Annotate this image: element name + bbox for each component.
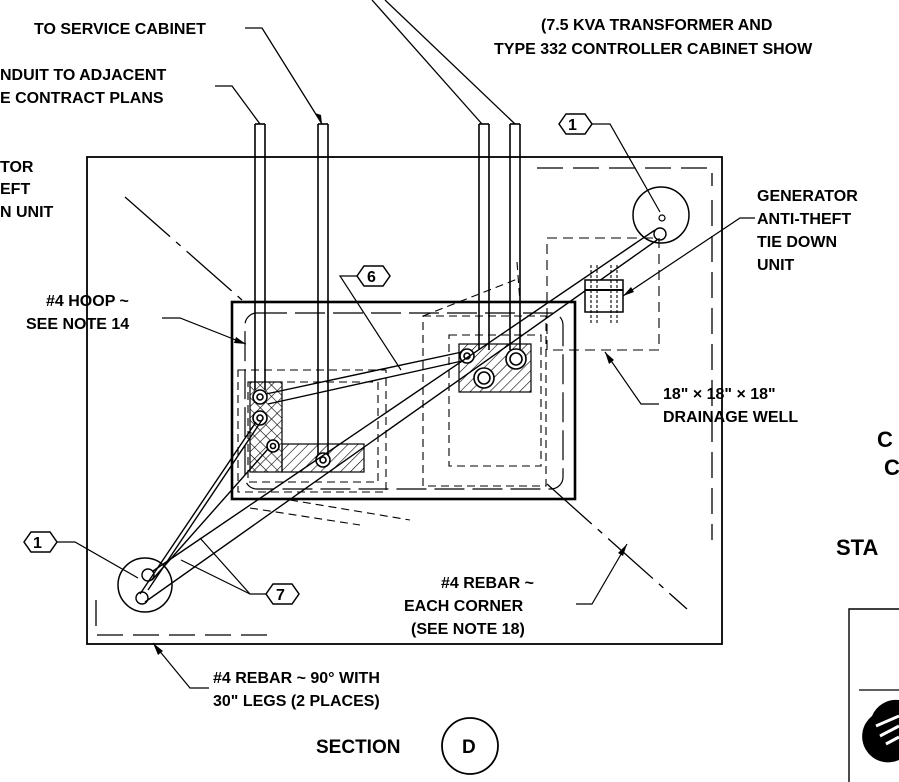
- label-generator-line1: GENERATOR: [757, 188, 858, 205]
- label-rebar-corner-line2: EACH CORNER: [404, 598, 524, 615]
- right-edge-sta: STA: [836, 535, 878, 560]
- agency-logo-stripes: [875, 714, 899, 746]
- arrow-hoop: [234, 337, 246, 344]
- rebar-diagonal-upper-left: [124, 196, 243, 301]
- ground-rod-pad-bottom: [117, 557, 173, 613]
- label-hoop-line2: SEE NOTE 14: [26, 316, 129, 333]
- ground-rod-bottom-ring2: [135, 591, 149, 605]
- conduits-left: [254, 123, 329, 460]
- ground-rod-top-ring: [653, 227, 667, 241]
- leader-top-2: [384, 0, 516, 125]
- label-generator-line4: UNIT: [757, 257, 795, 274]
- generator-tiedown-bolts: [590, 265, 618, 325]
- header-title-line2: TYPE 332 CONTROLLER CABINET SHOW: [494, 41, 813, 58]
- callout-6-hexagon: [356, 265, 391, 287]
- callout-6-number: 6: [367, 269, 376, 286]
- cabinet-foundation-outline: [230, 300, 577, 501]
- arrow-generator: [623, 287, 634, 296]
- label-rebar-corner-line1: #4 REBAR ~: [441, 575, 534, 592]
- callout-7-number: 7: [276, 587, 285, 604]
- leader-generator: [622, 217, 755, 297]
- label-drainage-line2: DRAINAGE WELL: [663, 409, 798, 426]
- ground-rod-pad-top: [632, 186, 690, 244]
- header-title-line1: (7.5 KVA TRANSFORMER AND: [541, 17, 772, 34]
- leader-hoop: [162, 317, 247, 345]
- controller-dashed-slant-2: [516, 261, 521, 303]
- generator-tiedown-dashed-box: [546, 237, 660, 351]
- label-generator-line2: ANTI-THEFT: [757, 211, 851, 228]
- rebar-dashed-bottom-left: [95, 600, 270, 636]
- controller-inner-dashed: [448, 334, 542, 467]
- rebar-diagonal-lower-right: [546, 483, 688, 610]
- label-rebar-90-line1: #4 REBAR ~ 90° WITH: [213, 670, 380, 687]
- conduits-right: [478, 123, 521, 350]
- label-to-service-cabinet: TO SERVICE CABINET: [34, 21, 206, 38]
- label-generator-line3: TIE DOWN: [757, 234, 837, 251]
- section-id: D: [462, 737, 476, 758]
- label-left-gen-line1: TOR: [0, 159, 34, 176]
- leader-rebar-90: [152, 642, 209, 689]
- section-id-circle: [441, 717, 499, 775]
- label-conduit-line1: NDUIT TO ADJACENT: [0, 67, 166, 84]
- controller-cabinet-dashed: [422, 315, 547, 487]
- leader-drainage: [604, 351, 659, 405]
- label-rebar-90-line2: 30" LEGS (2 PLACES): [213, 693, 380, 710]
- leader-rebar-corner: [576, 543, 628, 605]
- rebar-dashed-top-right: [537, 167, 713, 186]
- leader-callout-6: [338, 275, 402, 371]
- label-left-gen-line2: EFT: [0, 181, 30, 198]
- foundation-slab-outline: [86, 156, 723, 645]
- callout-1-top-number: 1: [568, 117, 577, 134]
- arrow-rebar-90: [153, 643, 163, 655]
- arrow-rebar-corner: [618, 544, 627, 556]
- agency-logo: [862, 699, 899, 763]
- right-edge-c1: C: [877, 427, 893, 452]
- ground-wires: [139, 229, 658, 603]
- callout-7-hexagon: [265, 583, 300, 605]
- leader-service-cabinet: [245, 27, 323, 125]
- label-hoop-line1: #4 HOOP ~: [46, 293, 129, 310]
- title-block-border: [848, 608, 899, 782]
- transformer-inner-dashed: [247, 381, 379, 483]
- right-edge-c2: C: [884, 455, 899, 480]
- label-left-gen-line3: N UNIT: [0, 204, 54, 221]
- leader-callout-7-b: [180, 559, 251, 595]
- bottom-dashed-slant: [289, 499, 411, 521]
- leader-callout-1-bottom: [57, 541, 139, 579]
- bottom-dashed-slant-2: [249, 507, 361, 526]
- label-conduit-line2: E CONTRACT PLANS: [0, 90, 164, 107]
- callout-1-bottom-number: 1: [33, 535, 42, 552]
- ground-rod-top-dot: [658, 214, 666, 222]
- leader-top-1: [371, 0, 483, 125]
- leader-conduit: [215, 85, 261, 125]
- arrow-drainage: [605, 352, 614, 364]
- cabinet-hoop-dashed: [244, 312, 564, 490]
- controller-dashed-slant: [422, 277, 521, 317]
- label-drainage-line1: 18" × 18" × 18": [663, 386, 776, 403]
- section-label: SECTION: [316, 737, 400, 758]
- label-rebar-corner-line3: (SEE NOTE 18): [411, 621, 525, 638]
- leader-callout-1-top: [592, 123, 661, 213]
- arrow-service-cabinet: [315, 113, 322, 124]
